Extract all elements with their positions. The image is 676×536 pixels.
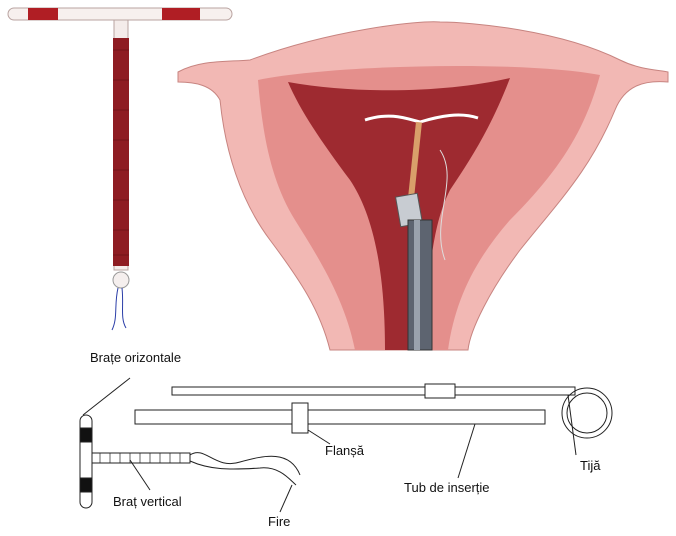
label-flange: Flanșă [325,443,365,458]
label-insertion-tube: Tub de inserție [404,480,490,495]
label-vertical-arm: Braț vertical [113,494,182,509]
iud-schematic [79,377,613,513]
label-threads: Fire [268,514,291,529]
uterus-illustration [177,21,669,351]
copper-iud [7,7,233,331]
label-rod: Tijă [580,458,601,473]
label-horizontal-arms: Brațe orizontale [90,350,182,365]
